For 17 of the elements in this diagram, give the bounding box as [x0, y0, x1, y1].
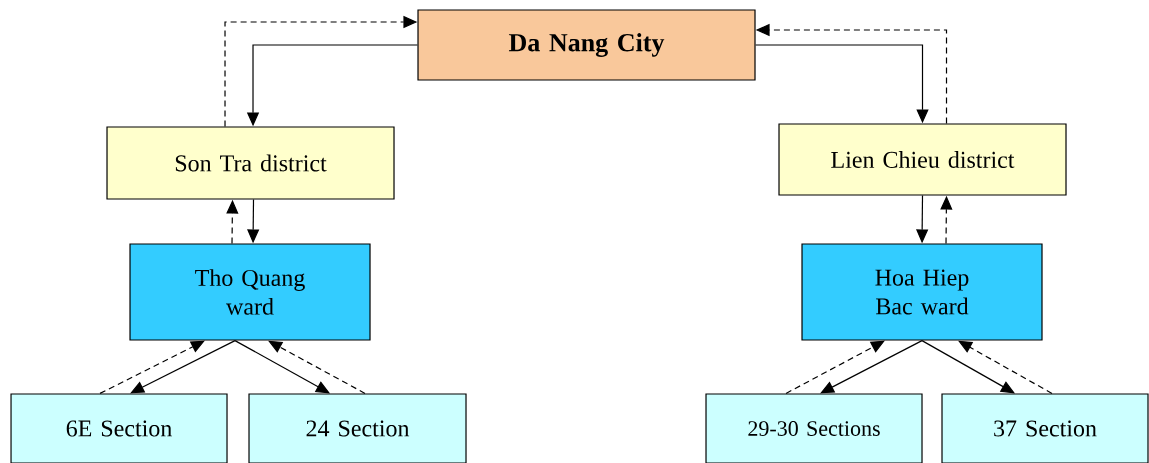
title-box: Da Nang City	[417, 9, 756, 81]
section-box: 29-30 Sections	[705, 393, 923, 463]
arrow	[958, 340, 1053, 394]
arrow	[99, 340, 205, 394]
section-box: 37 Section	[941, 393, 1149, 463]
district-box: Son Tra district	[106, 126, 395, 200]
arrow	[921, 340, 1015, 394]
arrow	[785, 340, 885, 394]
ward-box: Tho Quang ward	[129, 243, 371, 341]
section-box: 6E Section	[10, 393, 228, 463]
ward-box: Hoa Hiep Bac ward	[801, 243, 1043, 341]
arrow	[234, 340, 330, 394]
arrow	[130, 340, 236, 394]
arrow	[820, 340, 923, 394]
arrow	[268, 340, 366, 394]
section-box: 24 Section	[248, 393, 467, 463]
district-box: Lien Chieu district	[778, 123, 1067, 196]
